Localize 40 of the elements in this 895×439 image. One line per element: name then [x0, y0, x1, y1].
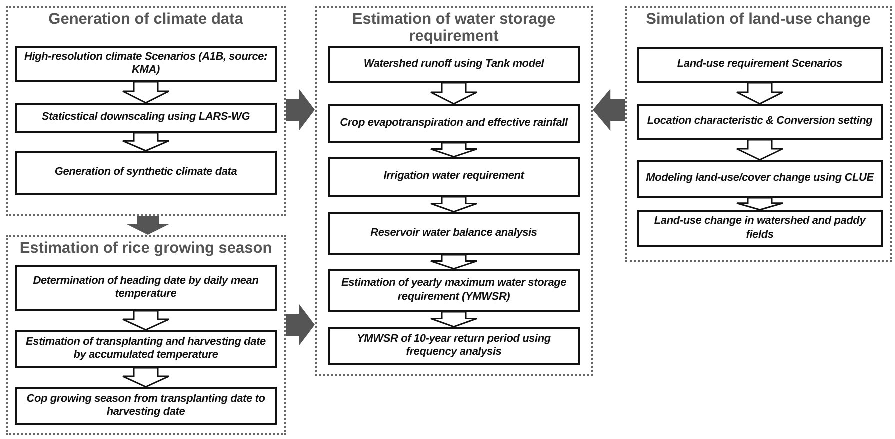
hollow-arrow — [430, 82, 478, 105]
panel-title: Simulation of land-use change — [645, 11, 872, 28]
process-box: Estimation of yearly maximum water storage requirement (YMWSR) — [328, 269, 580, 312]
hollow-arrow — [122, 367, 170, 388]
hollow-arrow — [736, 139, 784, 161]
dotted-panel — [625, 6, 892, 262]
process-box: Cop growing season from transplanting date to harvesting date — [15, 387, 277, 425]
panel-title: Estimation of rice growing season — [18, 240, 274, 258]
block-arrow — [127, 216, 169, 235]
process-box: Reservoir water balance analysis — [328, 212, 580, 255]
process-box: Irrigation water requirement — [328, 157, 580, 197]
process-box: Modeling land-use/cover change using CLUE — [637, 160, 883, 198]
process-box: Determination of heading date by daily mean temperature — [15, 265, 277, 311]
process-box: High-resolution climate Scenarios (A1B, source: KMA) — [15, 46, 277, 82]
hollow-arrow — [122, 132, 170, 152]
process-box: Watershed runoff using Tank model — [328, 46, 580, 83]
dotted-panel — [315, 6, 593, 376]
hollow-arrow — [430, 142, 478, 158]
process-box: Staticstical downscaling using LARS-WG — [15, 103, 277, 133]
hollow-arrow — [736, 197, 784, 211]
panel-title: Generation of climate data — [48, 11, 244, 28]
hollow-arrow — [430, 311, 478, 328]
process-box: Crop evapotranspiration and effective rainfall — [328, 104, 580, 143]
hollow-arrow — [430, 254, 478, 270]
process-box: Land-use requirement Scenarios — [637, 47, 883, 83]
hollow-arrow — [122, 310, 170, 331]
process-box: Location characteristic & Conversion setting — [637, 104, 883, 140]
block-arrow — [593, 89, 625, 131]
dotted-panel — [6, 235, 286, 435]
hollow-arrow — [122, 81, 170, 104]
hollow-arrow — [430, 196, 478, 213]
block-arrow — [286, 89, 315, 131]
block-arrow — [286, 304, 315, 346]
process-box: YMWSR of 10-year return period using frequency analysis — [328, 327, 580, 365]
hollow-arrow — [736, 82, 784, 105]
dotted-panel — [6, 6, 286, 216]
process-box: Estimation of transplanting and harvesting date by accumulated temperature — [15, 330, 277, 368]
process-box: Generation of synthetic climate data — [15, 151, 277, 195]
panel-title: Estimation of water storage requirement — [351, 11, 557, 46]
process-box: Land-use change in watershed and paddy fields — [637, 210, 883, 247]
